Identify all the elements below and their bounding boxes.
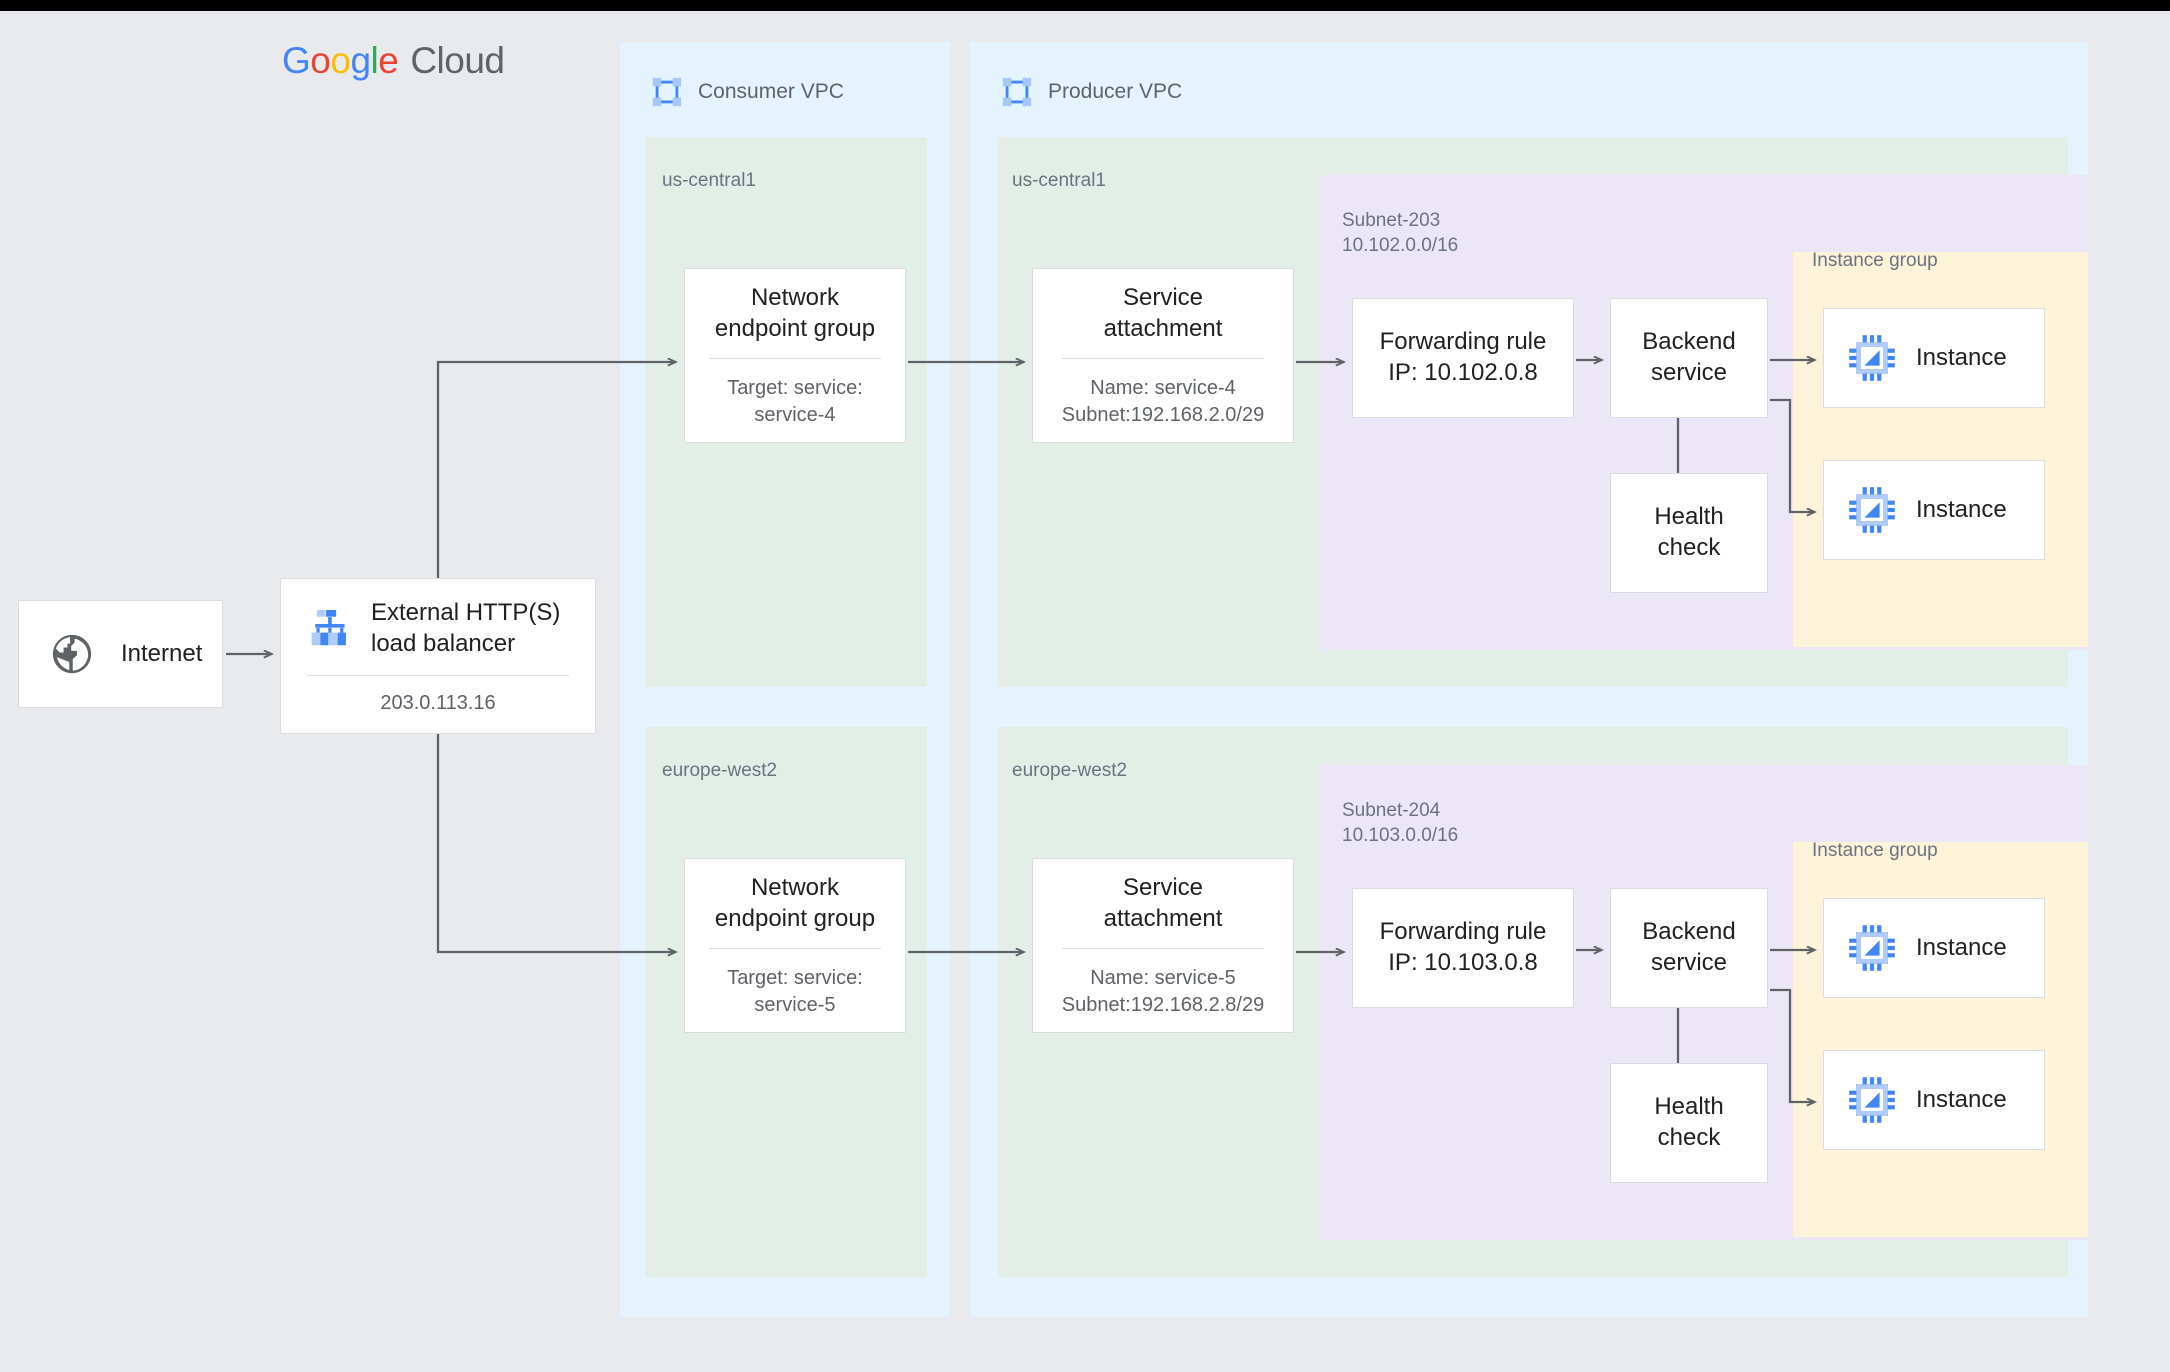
service-attachment-europe-west2[interactable]: Service attachment Name: service-5 Subne… (1032, 858, 1294, 1033)
load-balancer-header: External HTTP(S) load balancer (281, 579, 595, 659)
internet-label: Internet (121, 640, 203, 667)
logo-letter-e: e (378, 40, 399, 81)
logo-word-cloud: Cloud (410, 40, 505, 81)
service-attachment-title: Service attachment (1103, 283, 1223, 342)
health-check-title: Health check (1654, 1093, 1724, 1151)
subnet-203-cidr: 10.102.0.0/16 (1342, 235, 1459, 257)
instance-204-1[interactable]: Instance (1823, 898, 2045, 998)
internet-node[interactable]: Internet (18, 600, 223, 708)
instance-label: Instance (1916, 496, 2007, 523)
load-balancer-divider (307, 675, 569, 677)
neg-title: Network endpoint group (714, 873, 876, 932)
instance-group-204-label: Instance group (1812, 840, 1938, 861)
neg-subtitle: Target: service: service-5 (727, 967, 863, 1016)
instance-204-2[interactable]: Instance (1823, 1050, 2045, 1150)
service-attachment-title: Service attachment (1103, 873, 1223, 932)
producer-vpc-title: Producer VPC (1048, 80, 1183, 103)
logo-letter-G: G (282, 40, 311, 81)
vm-instance-icon (1849, 925, 1895, 971)
neg-title: Network endpoint group (714, 283, 876, 342)
consumer-vpc-header: Consumer VPC (650, 75, 844, 109)
instance-label: Instance (1916, 934, 2007, 961)
subnet-204-name: Subnet-204 (1342, 800, 1441, 821)
google-cloud-logo: Google Cloud (282, 40, 505, 82)
load-balancer-ip: 203.0.113.16 (380, 692, 496, 715)
subnet-204-cidr: 10.103.0.0/16 (1342, 825, 1459, 847)
backend-service-title: Backend service (1642, 328, 1736, 386)
vpc-icon (652, 77, 682, 107)
logo-letter-o1: o (310, 40, 331, 81)
forwarding-rule-title: Forwarding rule IP: 10.102.0.8 (1379, 328, 1547, 386)
logo-letter-g: g (350, 40, 371, 81)
consumer-vpc-title: Consumer VPC (698, 80, 844, 103)
neg-divider (709, 948, 881, 950)
vpc-icon (1002, 77, 1032, 107)
instance-203-1[interactable]: Instance (1823, 308, 2045, 408)
logo-letter-o2: o (330, 40, 351, 81)
vm-instance-icon (1849, 1077, 1895, 1123)
subnet-203-label: Subnet-203 10.102.0.0/16 (1342, 208, 1458, 258)
subnet-203-name: Subnet-203 (1342, 210, 1441, 231)
neg-subtitle: Target: service: service-4 (727, 377, 863, 426)
health-check-203[interactable]: Health check (1610, 473, 1768, 593)
consumer-region-us-central1-label: us-central1 (662, 170, 756, 191)
producer-region-europe-west2-label: europe-west2 (1012, 760, 1128, 781)
health-check-204[interactable]: Health check (1610, 1063, 1768, 1183)
instance-group-203-label: Instance group (1812, 250, 1938, 271)
logo-letter-l: l (370, 40, 379, 81)
instance-label: Instance (1916, 1086, 2007, 1113)
external-http-load-balancer-node[interactable]: External HTTP(S) load balancer 203.0.113… (280, 578, 596, 734)
forwarding-rule-203[interactable]: Forwarding rule IP: 10.102.0.8 (1352, 298, 1574, 418)
backend-service-203[interactable]: Backend service (1610, 298, 1768, 418)
vm-instance-icon (1849, 335, 1895, 381)
service-attachment-subtitle: Name: service-4 Subnet:192.168.2.0/29 (1061, 377, 1265, 426)
consumer-neg-europe-west2[interactable]: Network endpoint group Target: service: … (684, 858, 906, 1033)
vm-instance-icon (1849, 487, 1895, 533)
instance-203-2[interactable]: Instance (1823, 460, 2045, 560)
consumer-neg-us-central1[interactable]: Network endpoint group Target: service: … (684, 268, 906, 443)
service-attachment-divider (1061, 358, 1265, 360)
health-check-title: Health check (1654, 503, 1724, 561)
load-balancer-icon (311, 610, 346, 646)
neg-divider (709, 358, 881, 360)
top-black-bar (0, 0, 2170, 11)
producer-region-us-central1-label: us-central1 (1012, 170, 1106, 191)
top-black-bar-notch (0, 0, 240, 9)
producer-vpc-header: Producer VPC (1000, 75, 1182, 109)
instance-label: Instance (1916, 344, 2007, 371)
service-attachment-divider (1061, 948, 1265, 950)
load-balancer-title: External HTTP(S) load balancer (371, 599, 561, 658)
subnet-204-label: Subnet-204 10.103.0.0/16 (1342, 798, 1458, 848)
backend-service-title: Backend service (1642, 918, 1736, 976)
forwarding-rule-title: Forwarding rule IP: 10.103.0.8 (1379, 918, 1547, 976)
backend-service-204[interactable]: Backend service (1610, 888, 1768, 1008)
service-attachment-us-central1[interactable]: Service attachment Name: service-4 Subne… (1032, 268, 1294, 443)
forwarding-rule-204[interactable]: Forwarding rule IP: 10.103.0.8 (1352, 888, 1574, 1008)
consumer-region-europe-west2-label: europe-west2 (662, 760, 778, 781)
service-attachment-subtitle: Name: service-5 Subnet:192.168.2.8/29 (1061, 967, 1265, 1016)
globe-icon (52, 634, 92, 674)
